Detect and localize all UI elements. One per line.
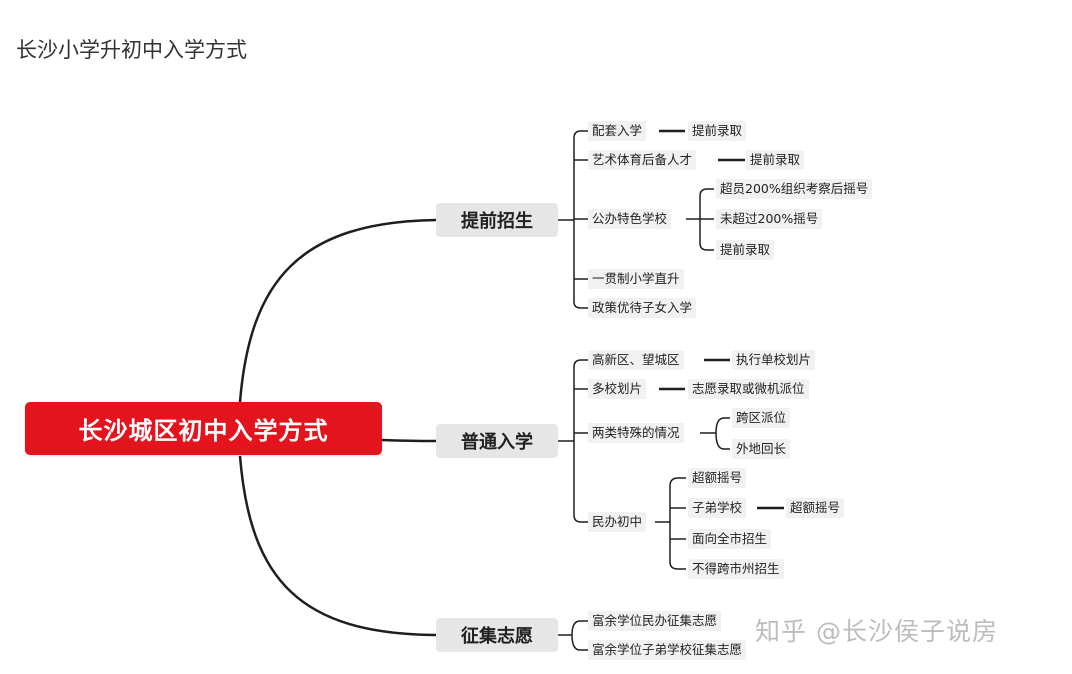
branch-early-admission: 提前招生 <box>436 203 558 237</box>
leaf-preference-or-computer-assignment: 志愿录取或微机派位 <box>688 379 809 399</box>
leaf-return-from-outside: 外地回长 <box>732 439 791 459</box>
leaf-under-200-lottery: 未超过200%摇号 <box>716 209 823 229</box>
leaf-oversubscribed-lottery: 超额摇号 <box>786 498 845 518</box>
leaf-public-special-school: 公办特色学校 <box>588 209 672 229</box>
leaf-citywide-enrollment: 面向全市招生 <box>688 529 772 549</box>
leaf-two-special-cases: 两类特殊的情况 <box>588 423 684 443</box>
branch-regular-admission: 普通入学 <box>436 424 558 458</box>
leaf-arts-sports-talent: 艺术体育后备人才 <box>588 150 697 170</box>
leaf-affiliated-school: 子弟学校 <box>688 498 747 518</box>
leaf-k9-direct-promotion: 一贯制小学直升 <box>588 269 684 289</box>
leaf-private-surplus-solicit: 富余学位民办征集志愿 <box>588 611 722 631</box>
leaf-private-middle-school: 民办初中 <box>588 512 647 532</box>
watermark: 知乎 @长沙侯子说房 <box>755 617 998 646</box>
leaf-matching-enrollment: 配套入学 <box>588 121 647 141</box>
leaf-early-admit: 提前录取 <box>746 150 805 170</box>
leaf-oversubscribed-lottery: 超额摇号 <box>688 468 747 488</box>
leaf-over-200-lottery: 超员200%组织考察后摇号 <box>716 179 873 199</box>
leaf-gaoxin-wangcheng: 高新区、望城区 <box>588 350 684 370</box>
leaf-single-school-zoning: 执行单校划片 <box>732 350 816 370</box>
page-title: 长沙小学升初中入学方式 <box>16 38 247 62</box>
root-node: 长沙城区初中入学方式 <box>25 402 382 455</box>
leaf-multi-school-zoning: 多校划片 <box>588 379 647 399</box>
leaf-policy-preferred-children: 政策优待子女入学 <box>588 298 697 318</box>
leaf-no-cross-city-enrollment: 不得跨市州招生 <box>688 559 784 579</box>
branch-solicited-preferences: 征集志愿 <box>436 618 558 652</box>
leaf-early-admit: 提前录取 <box>688 121 747 141</box>
leaf-cross-district-assignment: 跨区派位 <box>732 408 791 428</box>
leaf-early-admit: 提前录取 <box>716 240 775 260</box>
leaf-affiliated-surplus-solicit: 富余学位子弟学校征集志愿 <box>588 640 747 660</box>
